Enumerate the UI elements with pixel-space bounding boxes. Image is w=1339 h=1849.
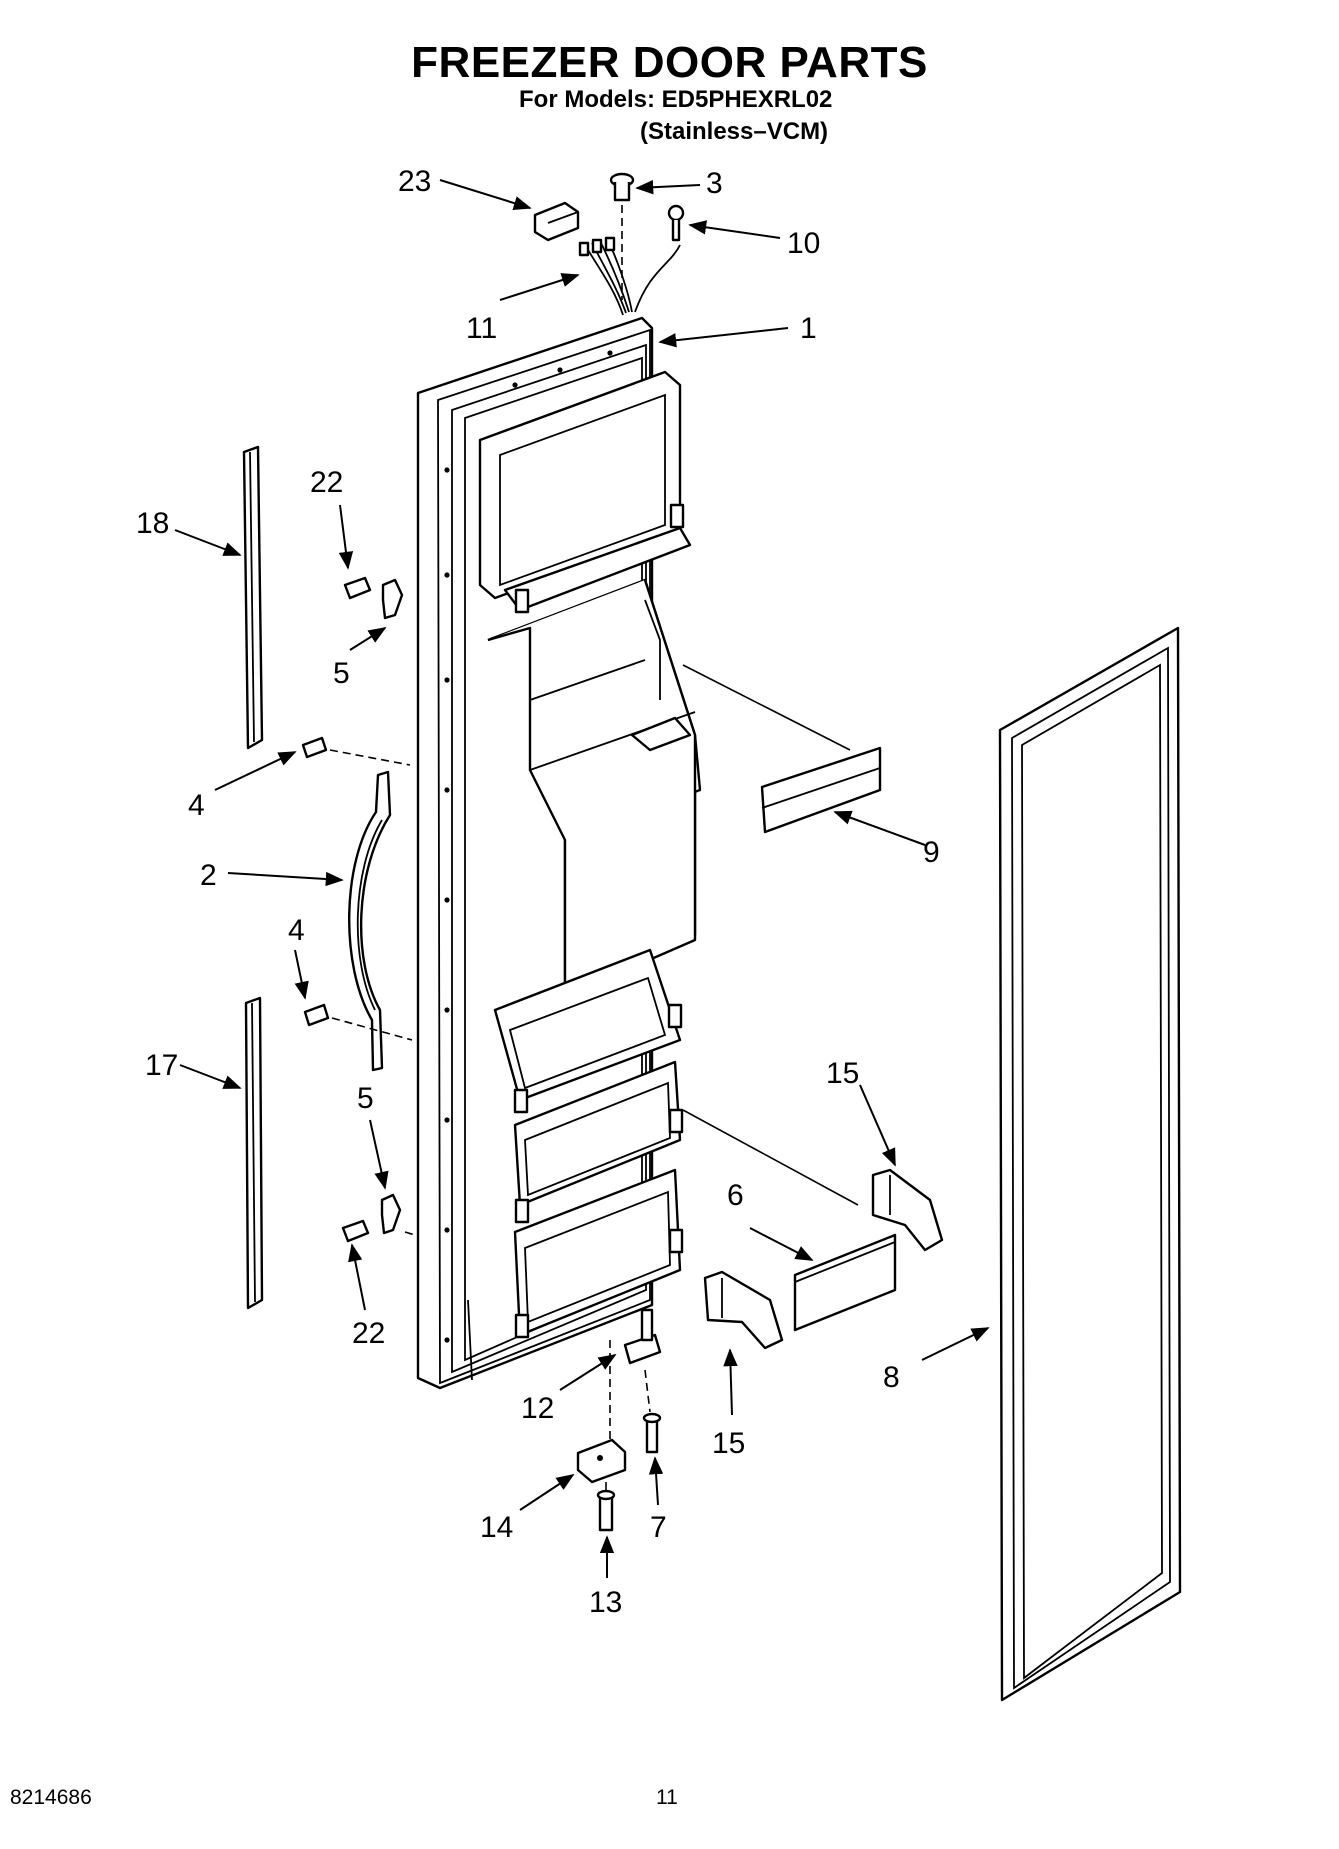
callout-4-lower: 4 [288, 914, 305, 947]
callout-labels: 23 3 10 11 1 18 22 5 4 2 9 4 17 5 15 6 2… [136, 165, 940, 1619]
callout-22-upper: 22 [310, 466, 343, 499]
part-4-screw-upper [301, 736, 411, 766]
part-23-connector [533, 201, 580, 242]
callout-11: 11 [466, 312, 497, 345]
callout-17: 17 [145, 1049, 178, 1082]
part-5-clip-upper [381, 578, 404, 620]
part-1-door-assembly [416, 316, 702, 1390]
callout-2: 2 [200, 859, 217, 892]
callout-12: 12 [521, 1392, 554, 1425]
variant-line: (Stainless–VCM) [640, 118, 829, 145]
callout-13: 13 [589, 1586, 622, 1619]
part-15-retainer-lower [703, 1270, 784, 1350]
callout-4-upper: 4 [188, 789, 205, 822]
callout-23: 23 [398, 165, 431, 198]
part-2-door-handle [348, 770, 392, 1072]
callout-7: 7 [650, 1511, 667, 1544]
part-3-plug [609, 172, 635, 300]
part-22-screw-lower [341, 1219, 416, 1243]
part-4-screw-lower [303, 1003, 413, 1041]
part-14-hinge [576, 1438, 627, 1484]
part-9-bracket [682, 664, 882, 834]
part-11-wire-harness [578, 236, 681, 316]
part-22-screw-upper [343, 576, 372, 600]
part-7-screw [642, 1369, 662, 1454]
document-number: 8214686 [10, 1786, 92, 1809]
door-mounting-holes [444, 350, 613, 1343]
callout-9: 9 [923, 836, 940, 869]
callout-1: 1 [800, 312, 817, 345]
callout-14: 14 [480, 1511, 513, 1544]
part-15-retainer-upper [682, 1109, 944, 1252]
part-6-panel [793, 1233, 897, 1332]
part-17-lower-trim [244, 996, 264, 1310]
callout-3: 3 [706, 167, 723, 200]
part-10-screw [667, 204, 685, 242]
callout-22-lower: 22 [352, 1317, 385, 1350]
callout-18: 18 [136, 507, 169, 540]
callout-15-upper: 15 [826, 1057, 859, 1090]
part-13-screw [596, 1482, 616, 1532]
callout-15-lower: 15 [712, 1427, 745, 1460]
callout-arrows [174, 179, 990, 1578]
callout-6: 6 [727, 1179, 744, 1212]
page-title: FREEZER DOOR PARTS [411, 38, 928, 87]
callout-5-lower: 5 [357, 1082, 374, 1115]
callout-8: 8 [883, 1361, 900, 1394]
callout-5-upper: 5 [333, 657, 350, 690]
part-5-clip-lower [380, 1193, 402, 1235]
page-number: 11 [656, 1786, 678, 1809]
callout-10: 10 [787, 227, 820, 260]
part-18-upper-trim [242, 445, 264, 750]
models-line: For Models: ED5PHEXRL02 [519, 86, 833, 113]
part-8-door-gasket [998, 626, 1182, 1702]
